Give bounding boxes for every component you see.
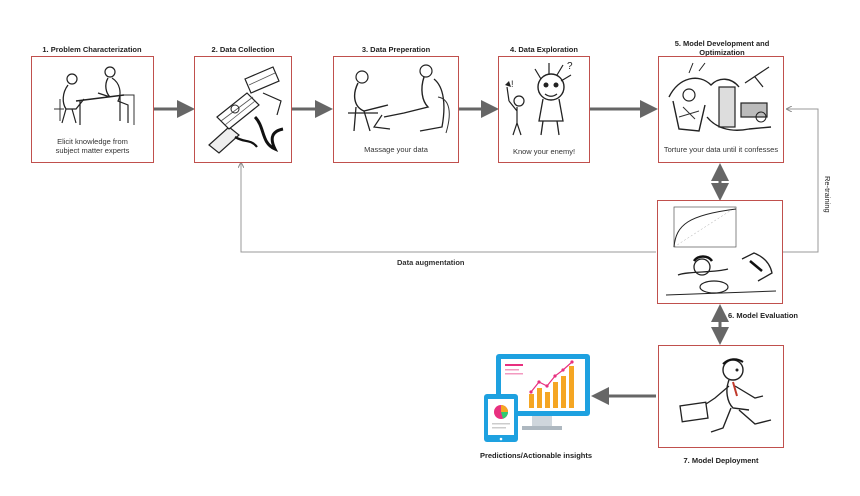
step-3-box: Massage your data [333, 56, 459, 163]
step-5-box: Torture your data until it confesses [658, 56, 784, 163]
svg-text:!: ! [511, 79, 514, 89]
svg-text:?: ? [567, 61, 573, 72]
step-7-title: 7. Model Deployment [658, 456, 784, 465]
step-1-box: Elicit knowledge from subject matter exp… [31, 56, 154, 163]
step-7-box [658, 345, 784, 448]
papers-collage-illustration [195, 57, 291, 162]
step-3-caption: Massage your data [334, 145, 458, 154]
step-1-caption: Elicit knowledge from subject matter exp… [32, 137, 153, 155]
step-6-box [657, 200, 783, 304]
step-3-title: 3. Data Preperation [333, 45, 459, 54]
torture-illustration [659, 57, 783, 139]
explorer-illustration: ? ! [499, 57, 589, 141]
step-4-title: 4. Data Exploration [498, 45, 590, 54]
running-man-illustration [659, 346, 783, 447]
evaluation-illustration [658, 201, 782, 303]
step-4-box: ? ! Know your enemy! [498, 56, 590, 163]
step-1-title: 1. Problem Characterization [32, 45, 152, 54]
meeting-illustration [32, 59, 153, 134]
massage-illustration [334, 57, 458, 139]
re-training-label: Re-training [823, 176, 832, 213]
step-4-caption: Know your enemy! [499, 147, 589, 156]
data-augmentation-label: Data augmentation [397, 258, 465, 267]
dashboard-devices-icon [484, 352, 594, 444]
re-training-loop [783, 109, 818, 252]
step-5-title: 5. Model Development and Optimization [660, 39, 784, 57]
step-2-box [194, 56, 292, 163]
data-augmentation-loop [241, 163, 656, 252]
output-label: Predictions/Actionable insights [474, 451, 598, 460]
step-6-title: 6. Model Evaluation [728, 311, 818, 320]
step-5-caption: Torture your data until it confesses [659, 145, 783, 154]
step-2-title: 2. Data Collection [194, 45, 292, 54]
